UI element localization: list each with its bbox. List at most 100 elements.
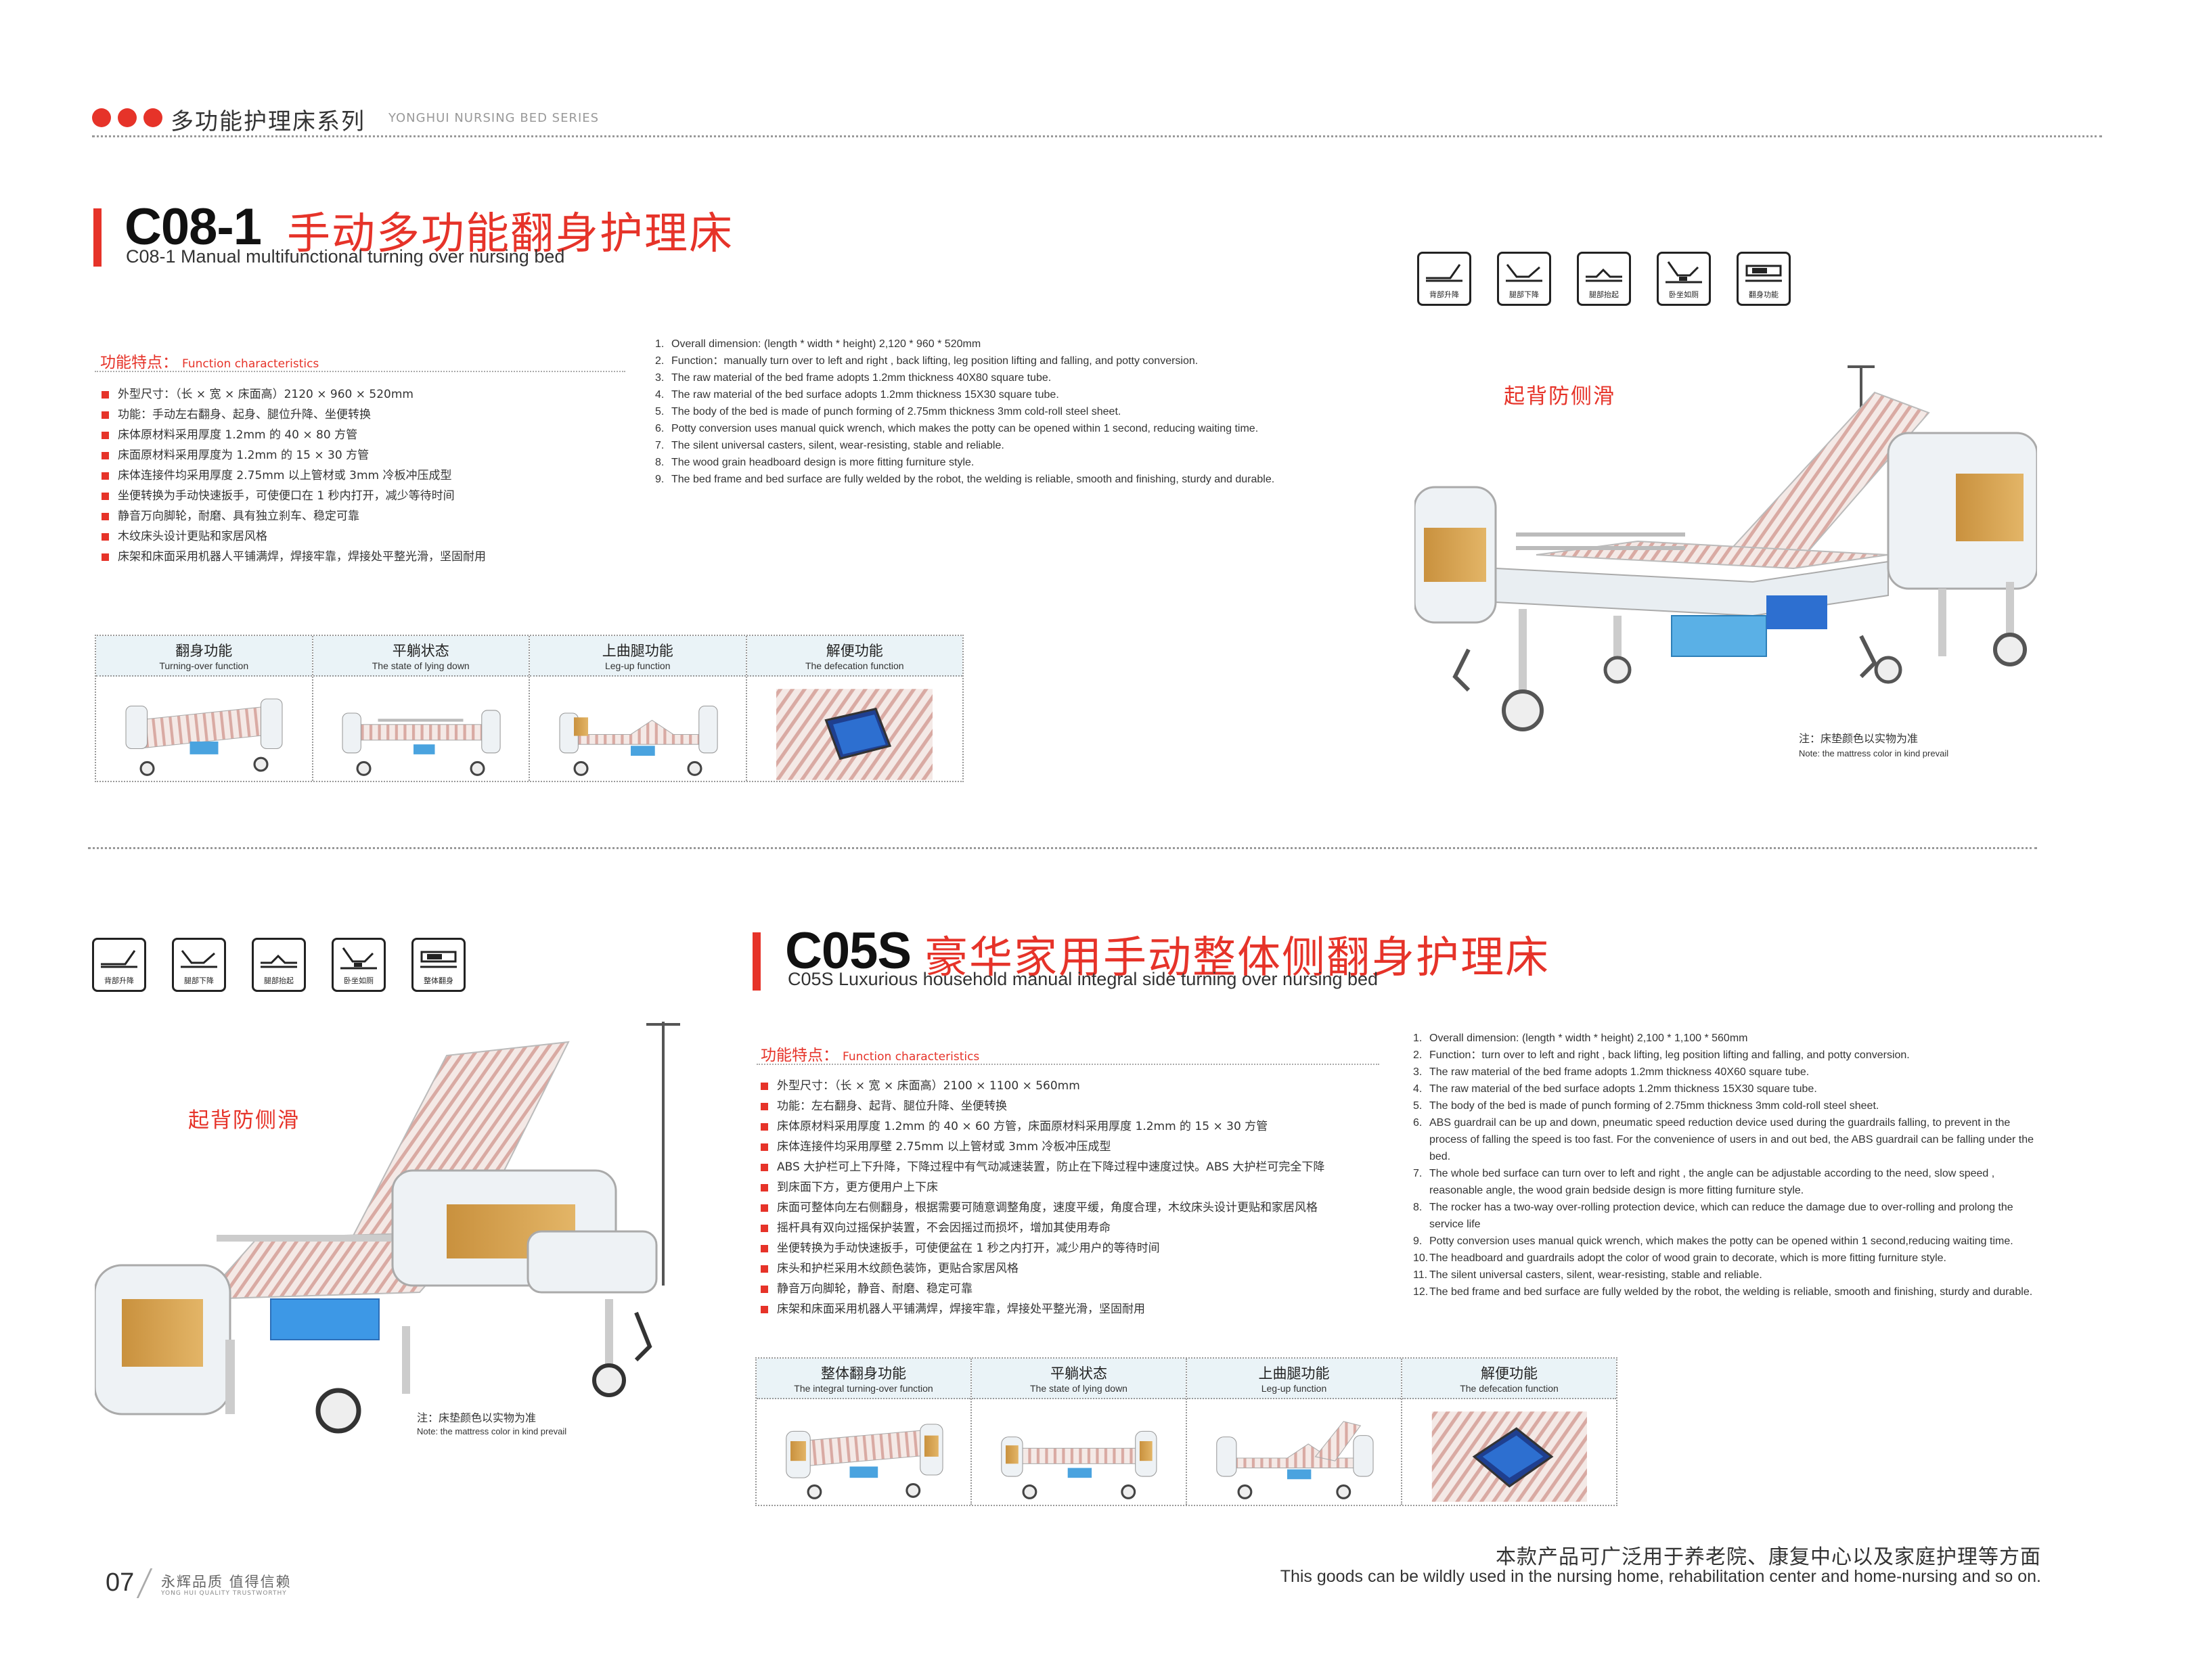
- footer-slash: [136, 1568, 153, 1598]
- feature-en-item: 1.Overall dimension: (length * width * h…: [655, 338, 981, 350]
- feature-en-item: 9.The bed frame and bed surface are full…: [655, 474, 1275, 485]
- feature-item: 外型尺寸：（长 × 宽 × 床面高）2120 × 960 × 520mm: [102, 384, 486, 405]
- product2-features-cn: 外型尺寸：（长 × 宽 × 床面高）2100 × 1100 × 560mm 功能…: [761, 1076, 1324, 1319]
- feature-heading-en: Function characteristics: [843, 1050, 980, 1064]
- feature-item: 床体连接件均采用厚壁 2.75mm 以上管材或 3mm 冷板冲压成型: [761, 1137, 1324, 1157]
- application-cn: 本款产品可广泛用于养老院、康复中心以及家庭护理等方面: [1496, 1545, 2041, 1569]
- feature-item: 功能：手动左右翻身、起身、腿位升降、坐便转换: [102, 405, 486, 425]
- feature-item: 床体原材料采用厚度 1.2mm 的 40 × 80 方管: [102, 425, 486, 445]
- product2-model: C05S: [785, 922, 912, 980]
- feature-item: 床架和床面采用机器人平铺满焊，焊接牢靠，焊接处平整光滑，坚固耐用: [102, 547, 486, 567]
- leg-up-image: [559, 705, 718, 776]
- integral-turning-image: [785, 1424, 943, 1499]
- feature-item: ABS 大护栏可上下升降，下降过程中有气动减速装置，防止在下降过程中速度过快。A…: [761, 1157, 1324, 1177]
- feature-en-item: 12.The bed frame and bed surface are ful…: [1413, 1286, 2033, 1298]
- feature-item: 静音万向脚轮，耐磨、具有独立刹车、稳定可靠: [102, 506, 486, 526]
- back-lift-icon: 背部升降: [1417, 252, 1471, 306]
- feature-en-item: 9.Potty conversion uses manual quick wre…: [1413, 1235, 2013, 1247]
- feature-en-item: 7.The whole bed surface can turn over to…: [1413, 1168, 1995, 1196]
- feature-item: 坐便转换为手动快速扳手，可使便盆在 1 秒之内打开，减少用户的等待时间: [761, 1238, 1324, 1258]
- lying-down-image: [342, 710, 501, 776]
- feature-en-item: 2.Function：turn over to left and right ,…: [1413, 1049, 1910, 1061]
- feature-item: 静音万向脚轮，静音、耐磨、稳定可靠: [761, 1279, 1324, 1299]
- feature-item: 摇杆具有双向过摇保护装置，不会因摇过而损坏，增加其使用寿命: [761, 1218, 1324, 1238]
- leg-down-icon: 腿部下降: [172, 938, 226, 992]
- series-title: 多功能护理床系列: [171, 108, 365, 135]
- turning-over-image: [125, 698, 283, 776]
- feature-item: 坐便转换为手动快速扳手，可使便口在 1 秒内打开，减少等待时间: [102, 486, 486, 506]
- feature-en-item: 6.Potty conversion uses manual quick wre…: [655, 423, 1259, 434]
- product1-features-en: 1.Overall dimension: (length * width * h…: [655, 336, 1278, 488]
- feature-item: 木纹床头设计更贴和家居风格: [102, 526, 486, 547]
- product2-name-en: C05S Luxurious household manual integral…: [788, 969, 1379, 989]
- lying-down-image: [1000, 1430, 1157, 1499]
- feature-en-item: 11.The silent universal casters, silent,…: [1413, 1269, 1762, 1281]
- leg-up-icon: 腿部抬起: [252, 938, 306, 992]
- feature-en-item: 6.ABS guardrail can be up and down, pneu…: [1413, 1117, 2034, 1162]
- product2-note-en: Note: the mattress color in kind prevail: [417, 1426, 567, 1436]
- product1-bed-image: [1414, 365, 2037, 731]
- product2-note-cn: 注：床垫颜色以实物为准: [417, 1411, 537, 1424]
- sitting-icon: 卧坐如厕: [332, 938, 386, 992]
- feature-divider: [95, 371, 625, 372]
- turning-icon: 整体翻身: [411, 938, 466, 992]
- product1-model: C08-1: [125, 198, 262, 256]
- feature-item: 床头和护栏采用木纹颜色装饰，更贴合家居风格: [761, 1258, 1324, 1279]
- product1-function-icons: 背部升降 腿部下降 腿部抬起 卧坐如厕 翻身功能: [1417, 252, 1791, 306]
- header-divider: [92, 135, 2102, 137]
- product1-note-cn: 注：床垫颜色以实物为准: [1799, 732, 1919, 745]
- product2-bed-image: [95, 1022, 680, 1434]
- sitting-icon: 卧坐如厕: [1657, 252, 1711, 306]
- feature-en-item: 4.The raw material of the bed surface ad…: [655, 389, 1059, 401]
- feature-heading-en: Function characteristics: [182, 357, 319, 371]
- leg-up-icon: 腿部抬起: [1577, 252, 1631, 306]
- feature-en-item: 4.The raw material of the bed surface ad…: [1413, 1083, 1817, 1095]
- product2-features-en: 1.Overall dimension: (length * width * h…: [1413, 1030, 2036, 1300]
- footer-slogan-en: YONG HUI QUALITY TRUSTWORTHY: [161, 1590, 287, 1597]
- product1-anti-slide-label: 起背防侧滑: [1504, 384, 1615, 409]
- page-number: 07: [106, 1568, 135, 1597]
- feature-en-item: 5.The body of the bed is made of punch f…: [1413, 1100, 1879, 1112]
- feature-divider: [757, 1064, 1379, 1065]
- feature-en-item: 3.The raw material of the bed frame adop…: [655, 372, 1052, 384]
- product1-features-cn: 外型尺寸：（长 × 宽 × 床面高）2120 × 960 × 520mm 功能：…: [102, 384, 486, 567]
- feature-item: 功能：左右翻身、起背、腿位升降、坐便转换: [761, 1096, 1324, 1116]
- feature-item: 外型尺寸：（长 × 宽 × 床面高）2100 × 1100 × 560mm: [761, 1076, 1324, 1096]
- footer-slogan-cn: 永辉品质 值得信赖: [161, 1574, 292, 1590]
- series-subtitle: YONGHUI NURSING BED SERIES: [388, 111, 600, 125]
- product2-anti-slide-label: 起背防侧滑: [188, 1108, 300, 1133]
- feature-item: 床面原材料采用厚度为 1.2mm 的 15 × 30 方管: [102, 445, 486, 466]
- feature-en-item: 8.The wood grain headboard design is mor…: [655, 457, 975, 468]
- red-dot: [118, 108, 137, 127]
- feature-item: 床体原材料采用厚度 1.2mm 的 40 × 60 方管，床面原材料采用厚度 1…: [761, 1116, 1324, 1137]
- feature-item: 床体连接件均采用厚度 2.75mm 以上管材或 3mm 冷板冲压成型: [102, 466, 486, 486]
- red-dot: [92, 108, 111, 127]
- title-accent-bar: [93, 208, 102, 267]
- feature-en-item: 1.Overall dimension: (length * width * h…: [1413, 1032, 1748, 1044]
- product1-name-cn: 手动多功能翻身护理床: [287, 209, 734, 259]
- feature-en-item: 3.The raw material of the bed frame adop…: [1413, 1066, 1810, 1078]
- feature-item: 床架和床面采用机器人平铺满焊，焊接牢靠，焊接处平整光滑，坚固耐用: [761, 1299, 1324, 1319]
- header-dots: [92, 108, 162, 127]
- feature-heading-cn: 功能特点：: [100, 354, 178, 371]
- leg-up-image: [1215, 1421, 1374, 1499]
- product2-name-cn: 豪华家用手动整体侧翻身护理床: [924, 933, 1550, 983]
- feature-heading-cn: 功能特点：: [761, 1047, 839, 1064]
- product1-feature-heading: 功能特点： Function characteristics: [100, 349, 319, 372]
- defecation-image: [776, 689, 933, 780]
- leg-down-icon: 腿部下降: [1497, 252, 1551, 306]
- feature-item: 到床面下方，更方便用户上下床: [761, 1177, 1324, 1198]
- defecation-image: [1431, 1411, 1587, 1502]
- product1-note-en: Note: the mattress color in kind prevail: [1799, 748, 1949, 758]
- red-dot: [143, 108, 162, 127]
- feature-item: 床面可整体向左右侧翻身，根据需要可随意调整角度，速度平缓，角度合理，木纹床头设计…: [761, 1198, 1324, 1218]
- back-lift-icon: 背部升降: [92, 938, 146, 992]
